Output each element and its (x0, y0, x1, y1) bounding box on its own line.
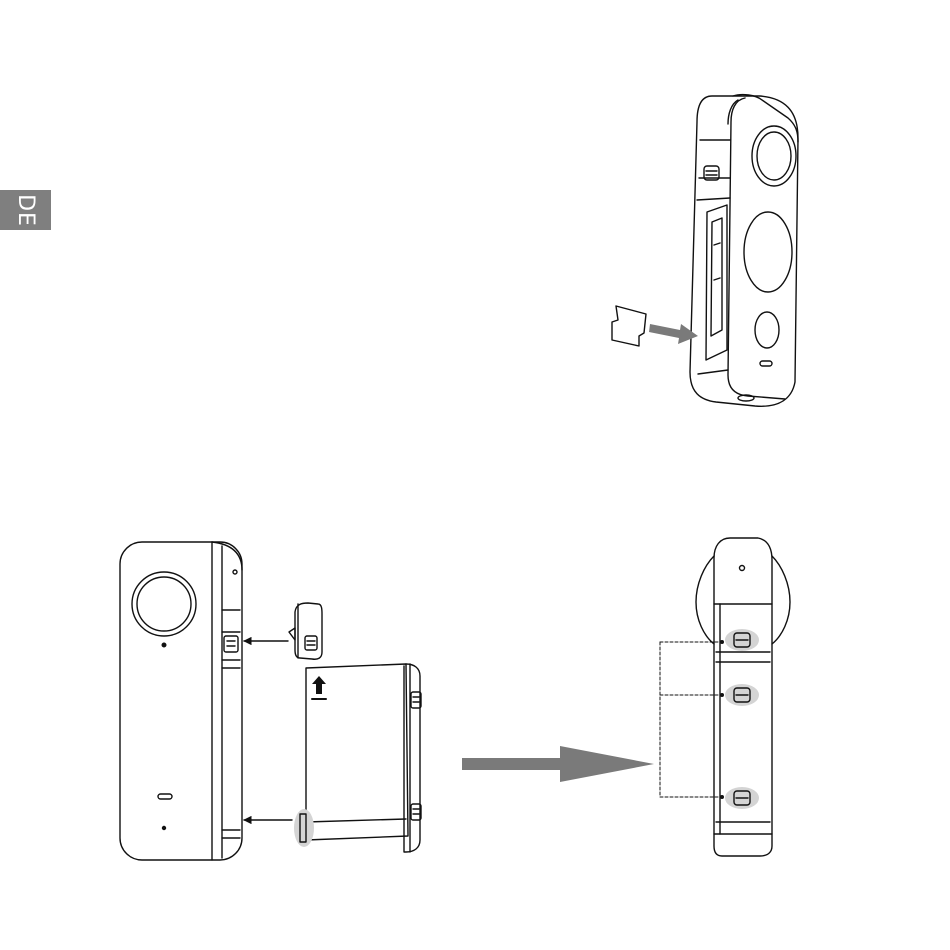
camera-angled-body (690, 95, 798, 407)
lock-leader-lines (660, 642, 722, 797)
transition-arrow (462, 746, 654, 782)
camera-front-body (120, 542, 242, 860)
lock-bottom (725, 787, 759, 809)
sd-insert-illustration (612, 95, 798, 407)
battery-locks-illustration (660, 538, 790, 856)
battery-door (289, 603, 322, 659)
microsd-card (612, 306, 646, 346)
lock-middle (725, 684, 759, 706)
battery (294, 664, 421, 852)
lock-top (725, 629, 759, 651)
battery-insert-illustration (120, 542, 421, 860)
